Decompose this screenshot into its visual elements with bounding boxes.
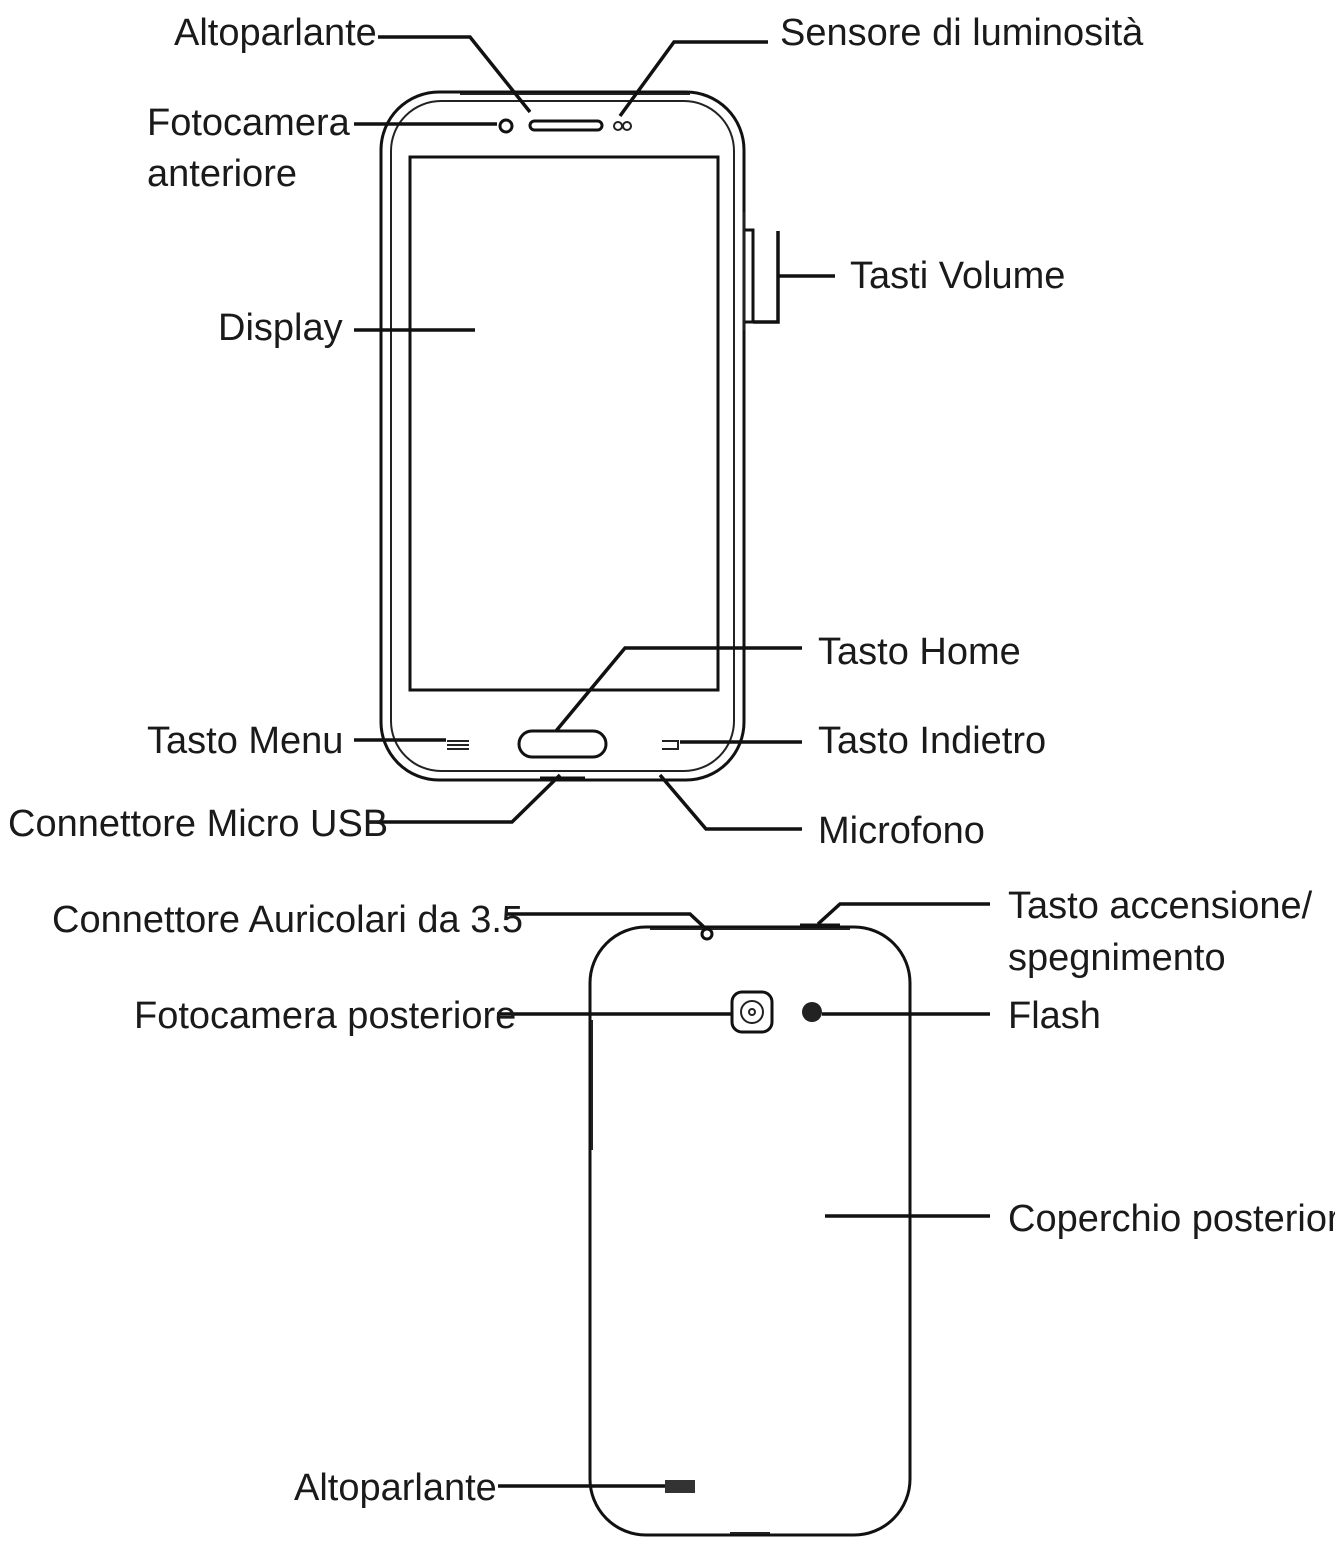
label-front-camera-2: anteriore	[147, 153, 297, 195]
leader-speaker	[378, 35, 532, 114]
label-power-key-2: spegnimento	[1008, 937, 1226, 979]
label-micro-usb: Connettore Micro USB	[8, 803, 388, 845]
back-leader-lines	[497, 902, 990, 1488]
label-back-key: Tasto Indietro	[818, 720, 1046, 762]
back-phone	[588, 923, 912, 1537]
label-light-sensor: Sensore di luminosità	[780, 12, 1144, 54]
leader-microphone	[658, 773, 802, 831]
label-home-key: Tasto Home	[818, 631, 1021, 673]
front-leader-lines	[354, 35, 835, 831]
label-menu-key: Tasto Menu	[147, 720, 343, 762]
label-power-key-1: Tasto accensione/	[1008, 885, 1313, 927]
label-display: Display	[218, 307, 343, 349]
leader-home	[554, 646, 802, 733]
label-back-cover: Coperchio posteriore	[1008, 1198, 1335, 1240]
front-phone-body	[379, 90, 746, 782]
volume-keys	[742, 228, 755, 324]
back-key-icon	[662, 740, 679, 750]
label-microphone: Microfono	[818, 810, 985, 852]
front-camera-icon	[498, 118, 514, 134]
rear-camera-lens-inner	[748, 1008, 756, 1016]
headset-jack	[700, 927, 714, 941]
label-speaker-back: Altoparlante	[294, 1467, 497, 1509]
front-earpiece	[528, 119, 604, 132]
label-front-camera-1: Fotocamera	[147, 102, 351, 144]
leader-light-sensor	[618, 40, 768, 118]
back-phone-body	[588, 925, 912, 1537]
flash-icon	[802, 1002, 822, 1022]
leader-micro-usb	[368, 773, 562, 824]
front-phone	[379, 90, 755, 782]
label-volume-keys: Tasti Volume	[850, 255, 1065, 297]
front-phone-bezel	[390, 100, 735, 772]
label-speaker-front: Altoparlante	[174, 12, 377, 54]
label-rear-camera: Fotocamera posteriore	[134, 995, 516, 1037]
leader-power	[816, 902, 990, 926]
front-display	[408, 155, 720, 692]
light-sensor-icon	[613, 121, 623, 131]
leader-volume	[753, 231, 780, 324]
leader-headset	[505, 912, 707, 930]
label-flash: Flash	[1008, 995, 1101, 1037]
menu-key-icon	[447, 740, 469, 750]
label-headset-jack: Connettore Auricolari da 3.5	[52, 899, 523, 941]
proximity-sensor-icon	[622, 121, 632, 131]
rear-camera	[730, 990, 774, 1034]
rear-speaker	[665, 1480, 695, 1493]
home-key	[517, 729, 608, 759]
rear-camera-lens	[740, 1000, 764, 1024]
